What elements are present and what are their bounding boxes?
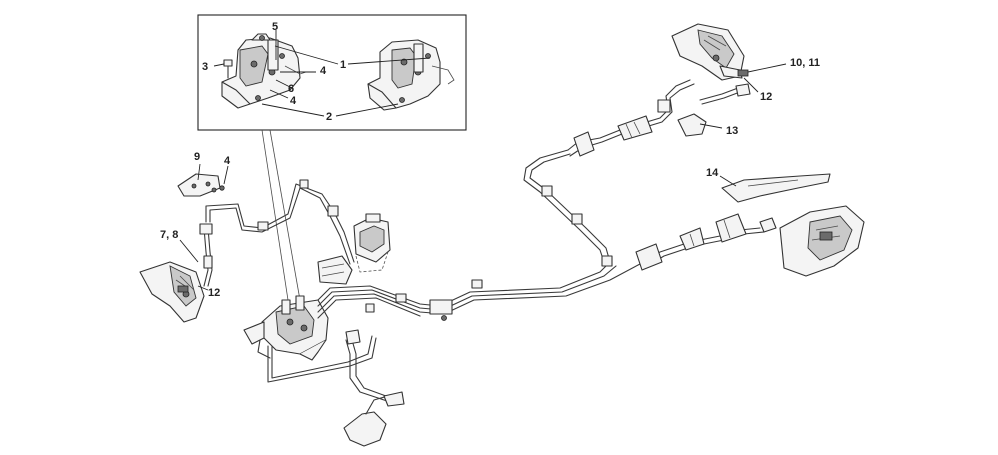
- abs-modulator-rear-view: [367, 39, 455, 111]
- rear-brake-disc-upper: [671, 23, 749, 81]
- callout-7-8: 7, 8: [160, 229, 178, 241]
- rear-hose-upper: [567, 79, 695, 157]
- callout-13: 13: [726, 125, 738, 137]
- callout-10-11: 10, 11: [790, 57, 820, 69]
- callout-14: 14: [706, 167, 719, 179]
- brake-bracket-part-13: [677, 83, 751, 137]
- front-brake-hose-left: [199, 223, 213, 287]
- callout-1: 1: [340, 59, 346, 71]
- callout-4-inset-lower: 4: [290, 95, 297, 107]
- front-brake-disc-assembly: [139, 261, 205, 323]
- callout-9: 9: [194, 151, 200, 163]
- callout-4-bracket: 4: [224, 155, 231, 167]
- callout-6: 6: [288, 83, 294, 95]
- junction-block: [429, 299, 453, 321]
- abs-modulator-installed: [243, 295, 329, 361]
- bracket-part-14: [721, 173, 831, 203]
- callout-12-rear: 12: [760, 91, 772, 103]
- callout-5: 5: [272, 21, 278, 33]
- callout-12-front: 12: [208, 287, 220, 299]
- bolt-part-3: [223, 59, 233, 79]
- brake-lines-rear: [523, 149, 613, 267]
- clip-2: [471, 279, 483, 289]
- rear-hose-lower: [635, 213, 765, 271]
- clip-3: [365, 303, 375, 313]
- clip-1: [395, 293, 407, 303]
- abs-modulator-front-view: [221, 33, 307, 109]
- brake-bracket-center: [317, 255, 353, 285]
- callout-2: 2: [326, 111, 332, 123]
- rear-brake-disc-lower: [759, 205, 865, 277]
- callout-4-inset-upper: 4: [320, 65, 327, 77]
- bracket-part-9: [177, 163, 229, 197]
- brake-lines-left: [205, 179, 355, 265]
- callout-3: 3: [202, 61, 208, 73]
- brake-reservoir: [353, 213, 391, 273]
- brake-pedal-assembly: [343, 329, 405, 447]
